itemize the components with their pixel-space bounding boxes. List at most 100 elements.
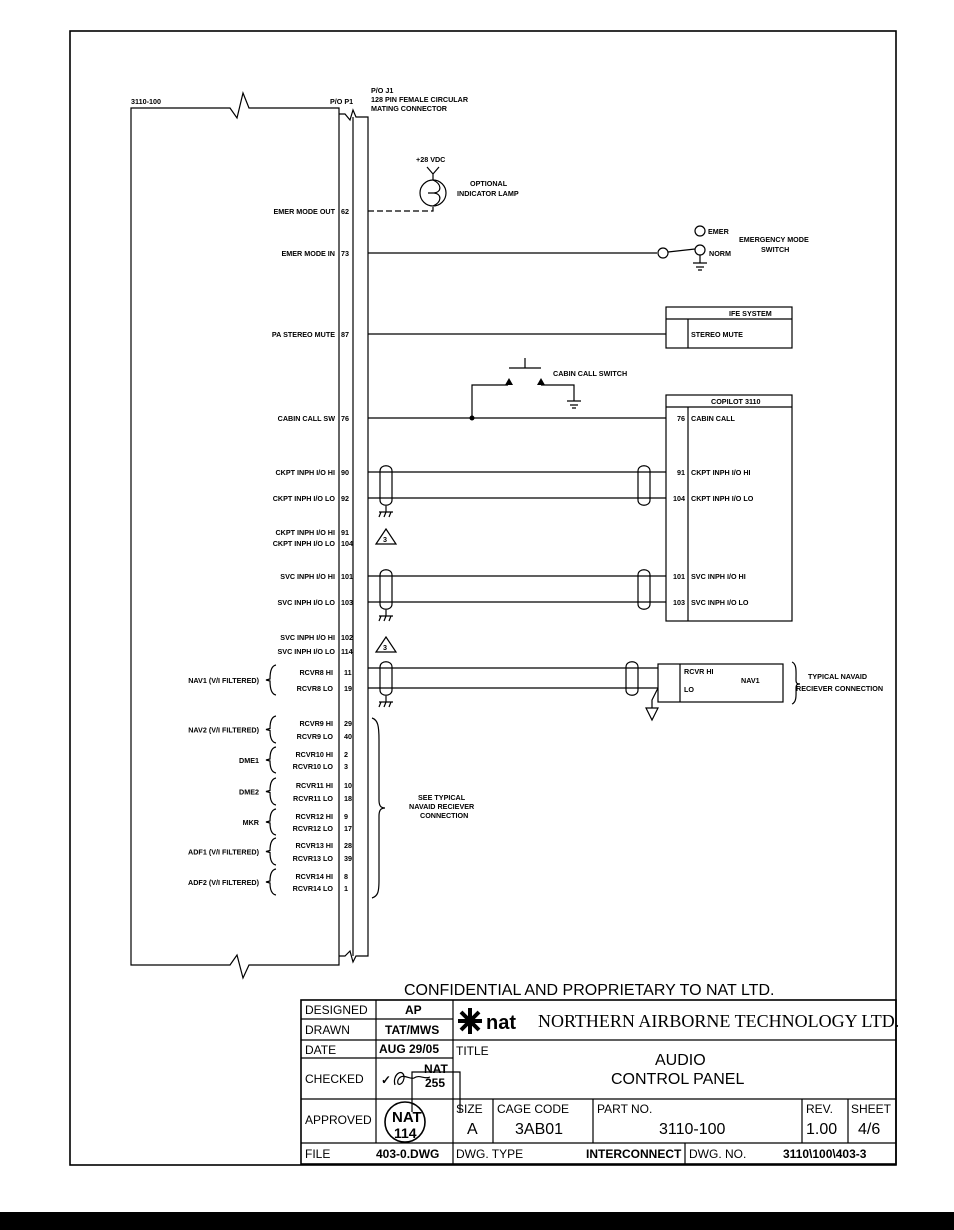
receiver-hi-pin: 11	[344, 668, 352, 677]
pin-number: 92	[341, 494, 349, 503]
receiver-hi: RCVR9 HI	[299, 719, 333, 728]
receiver-group-name: NAV1 (V/I FILTERED)	[188, 676, 259, 685]
receiver-lo-pin: 18	[344, 794, 352, 803]
receiver-group-name: NAV2 (V/I FILTERED)	[188, 726, 259, 735]
receiver-group-name: DME1	[239, 756, 259, 765]
nav1-hi: RCVR HI	[684, 667, 714, 676]
unit-label: 3110-100	[131, 97, 161, 106]
brace-icon	[265, 808, 277, 836]
title-line-1: AUDIO	[655, 1052, 706, 1069]
shield-icon	[637, 465, 651, 506]
rev-label: REV.	[806, 1102, 833, 1116]
receiver-hi: RCVR10 HI	[295, 750, 333, 759]
note-marker: 3	[383, 535, 387, 544]
receiver-lo-pin: 39	[344, 854, 352, 863]
supply-label: +28 VDC	[416, 155, 445, 164]
connector-j1-label-1: P/O J1	[371, 86, 393, 95]
receiver-hi-pin: 29	[344, 719, 352, 728]
unit-box: 3110-100	[130, 91, 340, 980]
connector-j1-label-2: 128 PIN FEMALE CIRCULAR	[371, 95, 469, 104]
brace-icon	[265, 777, 277, 806]
title-block: CONFIDENTIAL AND PROPRIETARY TO NAT LTD.…	[300, 982, 899, 1165]
note-3-icon: 3	[374, 527, 398, 545]
shielded-pair	[368, 661, 658, 708]
receiver-group-name: ADF2 (V/I FILTERED)	[188, 878, 260, 887]
brace-icon	[265, 837, 277, 866]
pin-name: CKPT INPH I/O HI	[275, 468, 335, 477]
pin-name: SVC INPH I/O HI	[280, 572, 335, 581]
confidential-notice: CONFIDENTIAL AND PROPRIETARY TO NAT LTD.	[404, 982, 774, 999]
pin-number: 62	[341, 207, 349, 216]
ife-signal: STEREO MUTE	[691, 330, 743, 339]
rev-value: 1.00	[806, 1121, 837, 1138]
copilot-pin-name: CKPT INPH I/O LO	[691, 494, 754, 503]
dwg-no-value: 3110\100\403-3	[783, 1147, 867, 1161]
sheet-border	[69, 30, 897, 1166]
brace-icon	[265, 746, 277, 774]
receiver-lo-pin: 40	[344, 732, 352, 741]
part-value: 3110-100	[659, 1121, 726, 1138]
receiver-lo: RCVR14 LO	[293, 884, 334, 893]
scan-edge-bar	[0, 1212, 954, 1230]
receiver-group-name: ADF1 (V/I FILTERED)	[188, 848, 260, 857]
logo-text: nat	[486, 1012, 516, 1034]
shield-icon	[379, 569, 393, 610]
receiver-lo: RCVR11 LO	[293, 794, 333, 803]
receiver-hi-pin: 9	[344, 812, 348, 821]
emergency-mode-switch: EMER NORM EMERGENCY MODE SWITCH	[368, 225, 809, 271]
shielded-pair	[368, 569, 666, 622]
switch-label-1: EMERGENCY MODE	[739, 235, 809, 244]
pin-number: 73	[341, 249, 349, 258]
typical-label-2: RECIEVER CONNECTION	[796, 684, 883, 693]
receiver-hi-pin: 2	[344, 750, 348, 759]
drawn-value: TAT/MWS	[385, 1023, 439, 1037]
ife-title: IFE SYSTEM	[729, 309, 772, 318]
switch-emer-label: EMER	[708, 227, 730, 236]
receiver-hi: RCVR8 HI	[299, 668, 333, 677]
company-name: NORTHERN AIRBORNE TECHNOLOGY LTD.	[538, 1011, 899, 1031]
title-label: TITLE	[456, 1044, 489, 1058]
title-line-2: CONTROL PANEL	[611, 1071, 744, 1088]
note-marker: 3	[383, 643, 387, 652]
cabin-switch-label: CABIN CALL SWITCH	[553, 369, 627, 378]
copilot-pin-number: 104	[673, 494, 685, 503]
approved-stamp-1: NAT	[392, 1109, 422, 1126]
designed-label: DESIGNED	[305, 1003, 368, 1017]
drawn-label: DRAWN	[305, 1023, 350, 1037]
pin-name: CKPT INPH I/O HI	[275, 528, 335, 537]
designed-value: AP	[405, 1003, 422, 1017]
pin-name: EMER MODE IN	[281, 249, 335, 258]
pin-number: 91	[341, 528, 349, 537]
lamp-label-2: INDICATOR LAMP	[457, 189, 519, 198]
pin-name: EMER MODE OUT	[274, 207, 336, 216]
approved-stamp-2: 114	[394, 1125, 417, 1141]
switch-norm-label: NORM	[709, 249, 731, 258]
sheet-label: SHEET	[851, 1102, 892, 1116]
receiver-hi-pin: 8	[344, 872, 348, 881]
pin-number: 87	[341, 330, 349, 339]
file-label: FILE	[305, 1147, 330, 1161]
see-typical-2: NAVAID RECIEVER	[409, 802, 475, 811]
typical-label-1: TYPICAL NAVAID	[808, 672, 867, 681]
receiver-lo: RCVR10 LO	[293, 762, 334, 771]
checked-stamp: NAT 255	[411, 1062, 461, 1112]
nav1-name: NAV1	[741, 676, 760, 685]
dwg-type-value: INTERCONNECT	[586, 1147, 682, 1161]
brace-icon	[265, 715, 277, 744]
note-3-icon: 3	[374, 635, 398, 653]
pin-name: CABIN CALL SW	[278, 414, 336, 423]
pin-name: SVC INPH I/O HI	[280, 633, 335, 642]
pin-name: SVC INPH I/O LO	[277, 598, 335, 607]
pin-number: 114	[341, 647, 353, 656]
copilot-pin-number: 76	[677, 414, 685, 423]
size-value: A	[467, 1121, 478, 1138]
connector-p1-j1: P/O P1 P/O J1 128 PIN FEMALE CIRCULAR MA…	[330, 86, 469, 964]
shield-icon	[625, 661, 639, 696]
see-typical-1: SEE TYPICAL	[418, 793, 466, 802]
